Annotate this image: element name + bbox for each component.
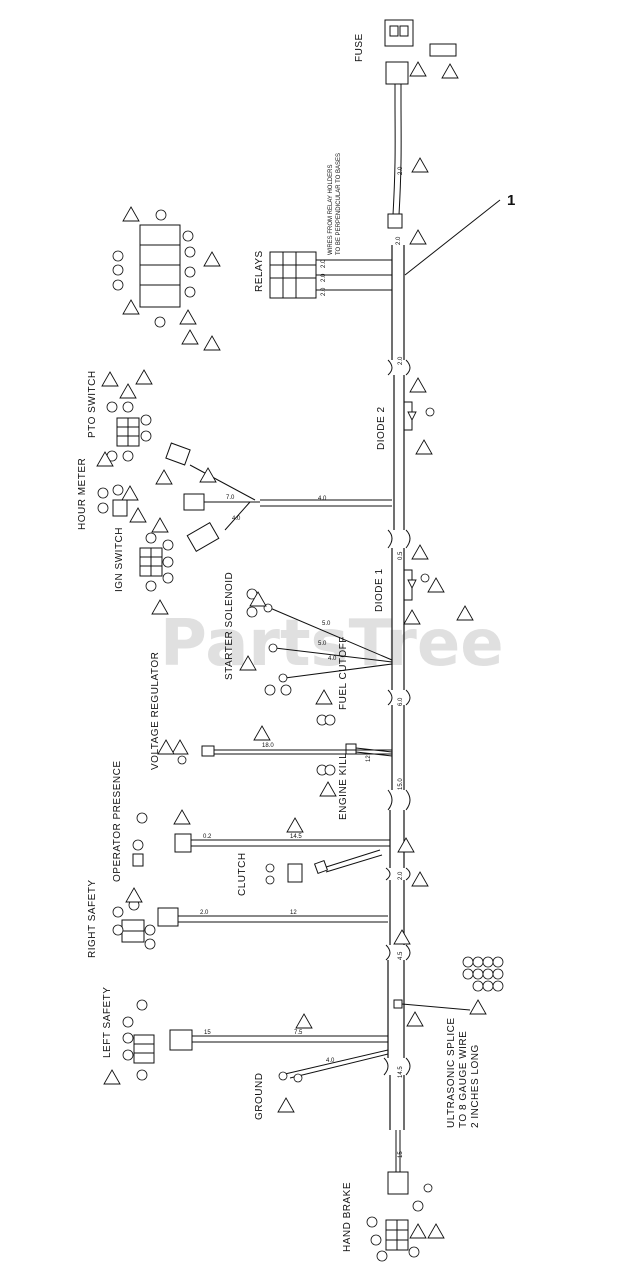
ign-switch-group: IGN SWITCH bbox=[114, 517, 174, 615]
dim-starter-c: 4.0 bbox=[328, 656, 337, 662]
left-safety-group: LEFT SAFETY 15 7.5 4.5 bbox=[102, 951, 404, 1085]
hand-brake-group: HAND BRAKE 15 bbox=[342, 1151, 445, 1262]
relays-group: RELAYS WIRES FROM RELAY HOLDERS TO BE PE… bbox=[112, 153, 427, 351]
pto-switch-group: PTO SWITCH 2.0 bbox=[87, 356, 404, 462]
dim-diode1-a: 0.5 bbox=[398, 551, 404, 560]
right-safety-group: RIGHT SAFETY 2.0 12 bbox=[87, 879, 411, 958]
relay-note-2: TO BE PERPENDICULAR TO BASES bbox=[336, 153, 342, 255]
ground-label: GROUND bbox=[254, 1073, 265, 1120]
left-safety-label: LEFT SAFETY bbox=[102, 987, 113, 1058]
dim-relay-a: 2.0 bbox=[321, 259, 327, 268]
voltage-regulator-label: VOLTAGE REGULATOR bbox=[150, 652, 161, 770]
main-harness-trunk bbox=[383, 245, 411, 1175]
clutch-label: CLUTCH bbox=[237, 852, 248, 896]
callout-1: 1 bbox=[404, 192, 515, 276]
relay-note-1: WIRES FROM RELAY HOLDERS bbox=[328, 165, 334, 255]
starter-solenoid-group: STARTER SOLENOID 5.0 5.0 4.0 bbox=[224, 572, 393, 696]
dim-op-branch: 14.5 bbox=[290, 834, 302, 840]
ign-switch-label: IGN SWITCH bbox=[114, 527, 125, 592]
ultrasonic-splice-group: ULTRASONIC SPLICE TO 8 GAUGE WIRE 2 INCH… bbox=[393, 956, 504, 1128]
hour-meter-group: HOUR METER 4.0 7.0 4.0 bbox=[77, 442, 392, 552]
ground-group: GROUND 4.0 14.5 bbox=[254, 1049, 404, 1120]
dim-brake-lead: 15 bbox=[398, 1151, 404, 1158]
pto-switch-label: PTO SWITCH bbox=[87, 370, 98, 438]
dim-starter-b: 5.0 bbox=[318, 641, 327, 647]
fuse-label: FUSE bbox=[354, 33, 365, 62]
splice-label-2: TO 8 GAUGE WIRE bbox=[458, 1031, 469, 1128]
diode-1-label: DIODE 1 bbox=[374, 568, 385, 612]
dim-hour-a: 7.0 bbox=[226, 495, 235, 501]
watermark: PartsTree bbox=[160, 607, 504, 681]
callout-number: 1 bbox=[507, 192, 515, 209]
fuel-cutoff-group: FUEL CUTOFF ENGINE KILL 12 6.0 bbox=[315, 636, 404, 820]
relays-label: RELAYS bbox=[254, 250, 265, 292]
dim-fuel-a: 12 bbox=[366, 755, 372, 762]
dim-left-branch: 7.5 bbox=[294, 1030, 303, 1036]
diode-2-label: DIODE 2 bbox=[376, 406, 387, 450]
dim-ground-branch: 4.0 bbox=[326, 1058, 335, 1064]
hour-meter-label: HOUR METER bbox=[77, 458, 88, 530]
operator-presence-label: OPERATOR PRESENCE bbox=[112, 761, 123, 883]
hand-brake-label: HAND BRAKE bbox=[342, 1182, 353, 1252]
dim-starter-a: 5.0 bbox=[322, 621, 331, 627]
watermark-trademark: ™ bbox=[458, 617, 464, 624]
engine-kill-label: ENGINE KILL bbox=[338, 753, 349, 820]
dim-engine-trunk: 15.0 bbox=[398, 778, 404, 790]
diode-2-group: DIODE 2 bbox=[376, 377, 435, 455]
dim-ground-trunk: 14.5 bbox=[398, 1066, 404, 1078]
dim-right-lead: 2.0 bbox=[200, 910, 209, 916]
dim-pto-trunk: 2.0 bbox=[398, 356, 404, 365]
dim-fuel-trunk: 6.0 bbox=[398, 697, 404, 706]
diode-1-group: DIODE 1 0.5 bbox=[374, 544, 474, 625]
fuse-assembly: FUSE 2.0 bbox=[354, 19, 459, 229]
dim-clutch-trunk: 2.0 bbox=[398, 871, 404, 880]
splice-label-3: 2 INCHES LONG bbox=[470, 1044, 481, 1128]
dim-right-branch: 12 bbox=[290, 910, 297, 916]
starter-solenoid-label: STARTER SOLENOID bbox=[224, 572, 235, 680]
dim-relay-branch: 2.0 bbox=[396, 236, 402, 245]
dim-left-lead: 15 bbox=[204, 1030, 211, 1036]
dim-lower-trunk: 4.5 bbox=[398, 951, 404, 960]
voltage-regulator-group: VOLTAGE REGULATOR 18.0 15.0 bbox=[150, 652, 404, 790]
fuel-cutoff-label: FUEL CUTOFF bbox=[338, 636, 349, 710]
splice-label-1: ULTRASONIC SPLICE bbox=[446, 1017, 457, 1128]
dim-relay-b: 2.0 bbox=[321, 273, 327, 282]
right-safety-label: RIGHT SAFETY bbox=[87, 879, 98, 958]
dim-hour-branch: 4.0 bbox=[318, 496, 327, 502]
dim-vreg-branch: 18.0 bbox=[262, 743, 274, 749]
clutch-group: CLUTCH 2.0 bbox=[237, 837, 429, 896]
dim-hour-b: 4.0 bbox=[232, 516, 241, 522]
dim-fuse-lead: 2.0 bbox=[398, 166, 404, 175]
operator-presence-group: OPERATOR PRESENCE 0.2 14.5 bbox=[112, 761, 390, 883]
dim-relay-c: 2.0 bbox=[321, 287, 327, 296]
dim-op-lead: 0.2 bbox=[203, 834, 212, 840]
